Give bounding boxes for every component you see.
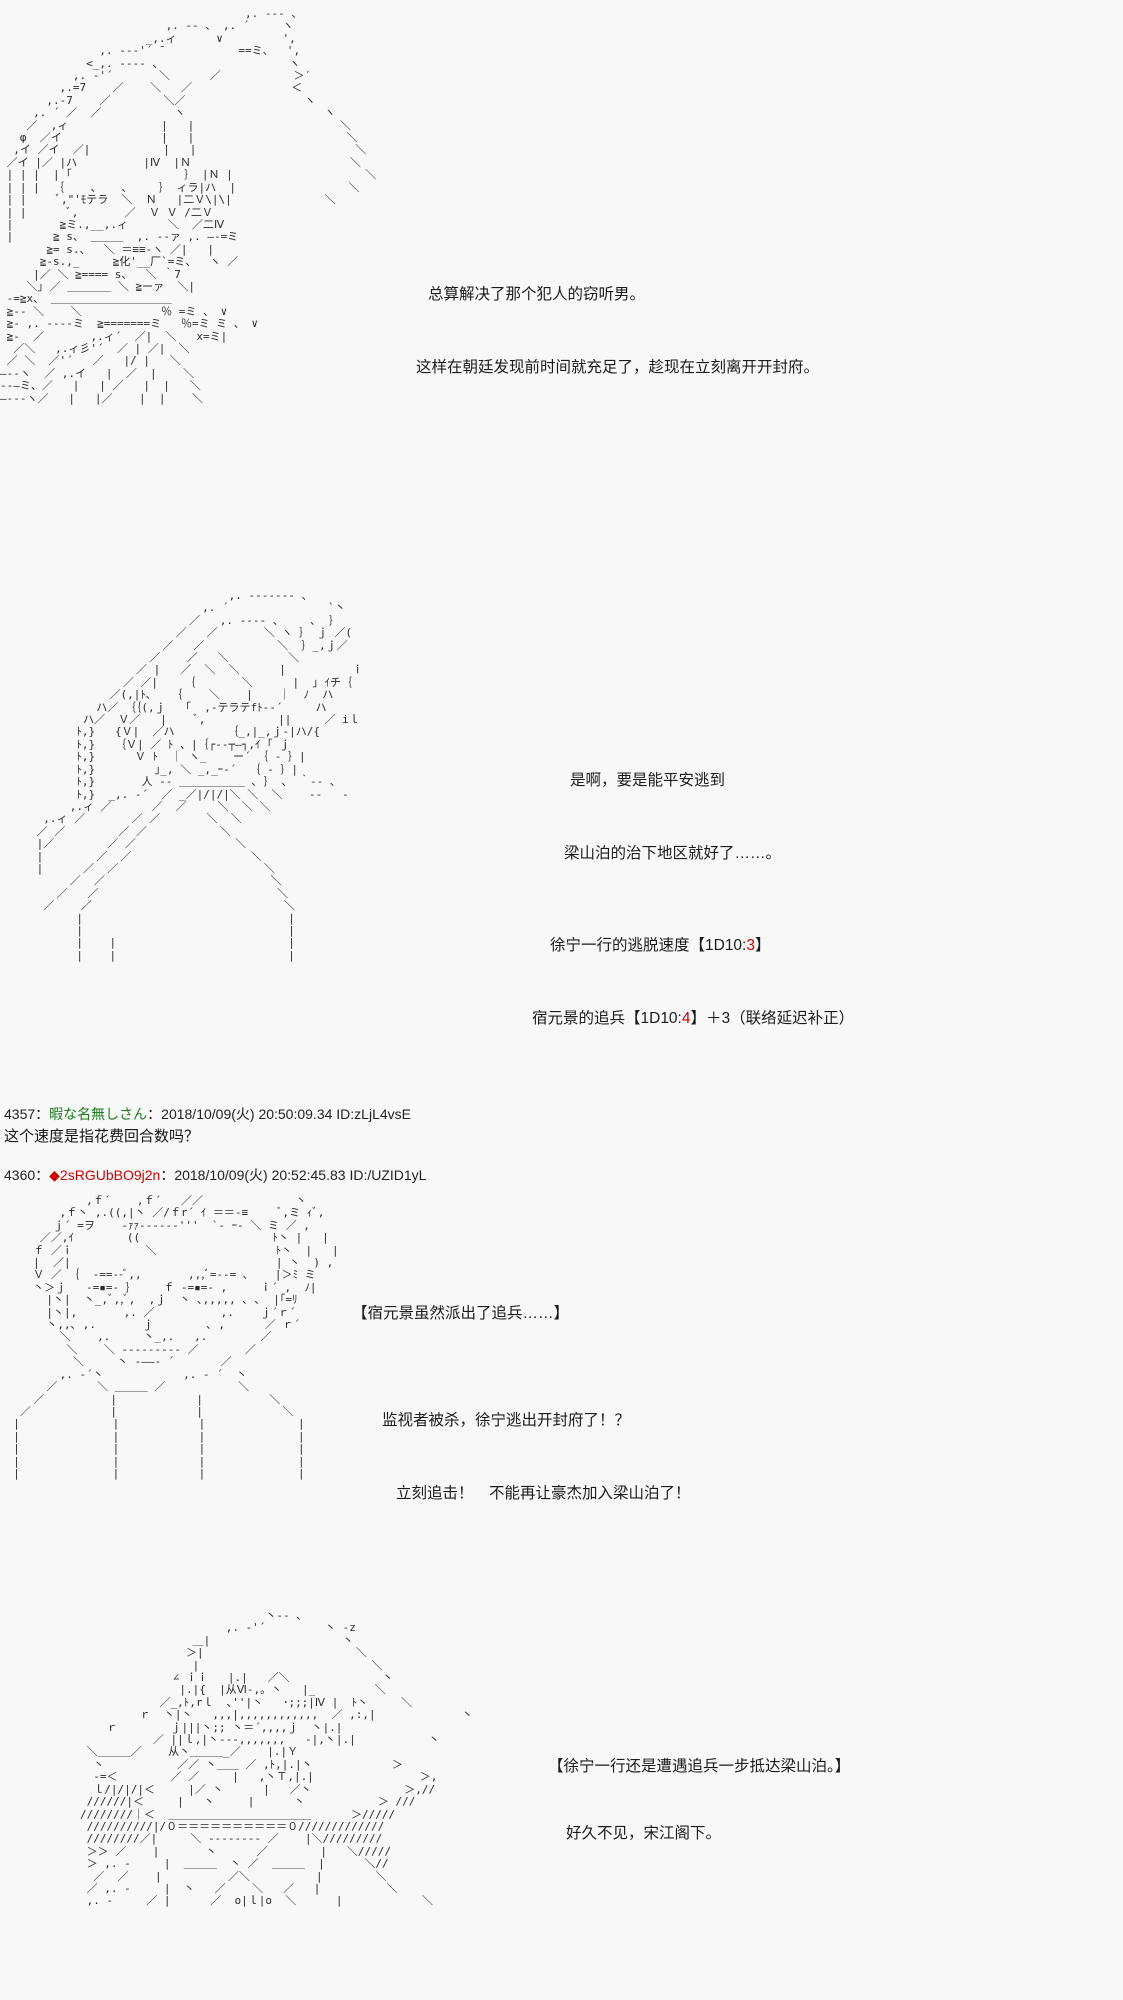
- post-list: 4357：暇な名無しさん：2018/10/09(火) 20:50:09.34 I…: [0, 1105, 1123, 1187]
- scene-1-dialogue: 总算解决了那个犯人的窃听男。 这样在朝廷发现前时间就充足了，趁现在立刻离开开封府…: [416, 256, 819, 406]
- post-4360: 4360：◆2sRGUbBO9j2n：2018/10/09(火) 20:52:4…: [0, 1166, 1123, 1185]
- dice-roll-line: 徐宁一行的逃脱速度【1D10:3】: [550, 938, 854, 954]
- narration-line: 【徐宁一行还是遭遇追兵一步抵达梁山泊。】: [548, 1758, 851, 1775]
- post-body: 这个速度是指花费回合数吗？: [4, 1127, 200, 1145]
- post-separator: ：: [147, 1106, 162, 1122]
- scene-4-narration: 【徐宁一行还是遭遇追兵一步抵达梁山泊。】: [548, 1728, 850, 1806]
- post-id: ID:/UZID1yL: [349, 1166, 427, 1183]
- dialogue-line: 好久不见，宋江阁下。: [566, 1825, 722, 1842]
- post-date: 2018/10/09(火) 20:52:45.83: [174, 1166, 346, 1183]
- dialogue-line: 监视者被杀，徐宁逃出开封府了！？: [382, 1412, 631, 1429]
- scene-4: 丶‐- 、 ,. ‐'´ 丶 ‐z ＿| 丶 ＞| ＼ | ＼ ∠ ｉｉ |: [0, 1609, 1123, 2000]
- scene-2-dice-rolls: 徐宁一行的逃脱速度【1D10:3】 宿元景的追兵【1D10:4】＋3（联络延迟补…: [532, 907, 854, 1057]
- scene-3-dialogue: 监视者被杀，徐宁逃出开封府了！？ 立刻追击！ 不能再让豪杰加入梁山泊了！: [382, 1382, 691, 1532]
- post-4357: 4357：暇な名無しさん：2018/10/09(火) 20:50:09.34 I…: [0, 1105, 1123, 1148]
- dice-roll-label: 徐宁一行的逃脱速度【1D10:: [550, 937, 747, 954]
- scene-3: ,ｆ´ ,ｆ´ ／／ 丶 ,ｆ丶 ,.((,|丶 ／/ｆr´ ｲ ＝＝‐≡ ﾞ,…: [0, 1194, 1123, 1605]
- post-author-name: ◆2sRGUbBO9j2n: [49, 1166, 161, 1183]
- post-number[interactable]: 4360: [4, 1166, 36, 1183]
- post-author-name: 暇な名無しさん: [49, 1106, 148, 1122]
- dice-roll-line: 宿元景的追兵【1D10:4】＋3（联络延迟补正）: [532, 1009, 855, 1027]
- aa-art-man-armor: ,. ‐‐---‐- 、 ,. ´ `丶 ／ ,. -‐‐- 、 ､ ｝ ／ ／…: [36, 589, 364, 962]
- scene-2-dialogue: 是啊，要是能平安逃到 梁山泊的治下地区就好了……。: [564, 742, 781, 892]
- dialogue-line: 梁山泊的治下地区就好了……。: [564, 844, 782, 862]
- scene-2: ,. ‐‐---‐- 、 ,. ´ `丶 ／ ,. -‐‐- 、 ､ ｝ ／ ／…: [0, 589, 1123, 1090]
- post-meta: 4360：◆2sRGUbBO9j2n：2018/10/09(火) 20:52:4…: [4, 1166, 1123, 1185]
- narration-line: 【宿元景虽然派出了追兵……】: [352, 1305, 570, 1322]
- aa-art-woman-long-hair: ,. -‐- 、 ,. ‐- 、 ,. ´ ヽ _,.ィ ∨ ', ,. ‐-‐…: [0, 7, 377, 405]
- scene-3-narration: 【宿元景虽然派出了追兵……】: [352, 1275, 569, 1353]
- dice-roll-value: 4: [681, 1009, 691, 1027]
- post-separator: ：: [35, 1106, 50, 1122]
- scene-4-dialogue: 好久不见，宋江阁下。: [566, 1795, 721, 1873]
- post-date: 2018/10/09(火) 20:50:09.34: [161, 1106, 333, 1122]
- dialogue-line: 这样在朝廷发现前时间就充足了，趁现在立刻离开开封府。: [416, 358, 820, 376]
- post-id: ID:zLjL4vsE: [336, 1106, 411, 1122]
- dice-roll-label: 宿元景的追兵【1D10:: [532, 1009, 682, 1027]
- dialogue-line: 立刻追击！ 不能再让豪杰加入梁山泊了！: [396, 1484, 691, 1502]
- dialogue-line: 总算解决了那个犯人的窃听男。: [428, 286, 646, 303]
- dice-roll-value: 3: [746, 937, 755, 954]
- aa-art-young-man-robe: 丶‐- 、 ,. ‐'´ 丶 ‐z ＿| 丶 ＞| ＼ | ＼ ∠ ｉｉ |: [80, 1609, 473, 1908]
- dice-roll-suffix: 】＋3（联络延迟补正）: [690, 1009, 855, 1027]
- post-meta: 4357：暇な名無しさん：2018/10/09(火) 20:50:09.34 I…: [4, 1105, 1123, 1124]
- aa-art-old-man-face: ,ｆ´ ,ｆ´ ／／ 丶 ,ｆ丶 ,.((,|丶 ／/ｆr´ ｲ ＝＝‐≡ ﾞ,…: [13, 1194, 339, 1480]
- scene-1: ,. -‐- 、 ,. ‐- 、 ,. ´ ヽ _,.ィ ∨ ', ,. ‐-‐…: [0, 0, 1123, 590]
- post-number[interactable]: 4357: [4, 1106, 36, 1122]
- dialogue-line: 是啊，要是能平安逃到: [570, 772, 726, 789]
- post-separator: ：: [35, 1166, 50, 1183]
- post-separator: ：: [160, 1166, 175, 1183]
- dice-roll-suffix: 】: [755, 937, 771, 954]
